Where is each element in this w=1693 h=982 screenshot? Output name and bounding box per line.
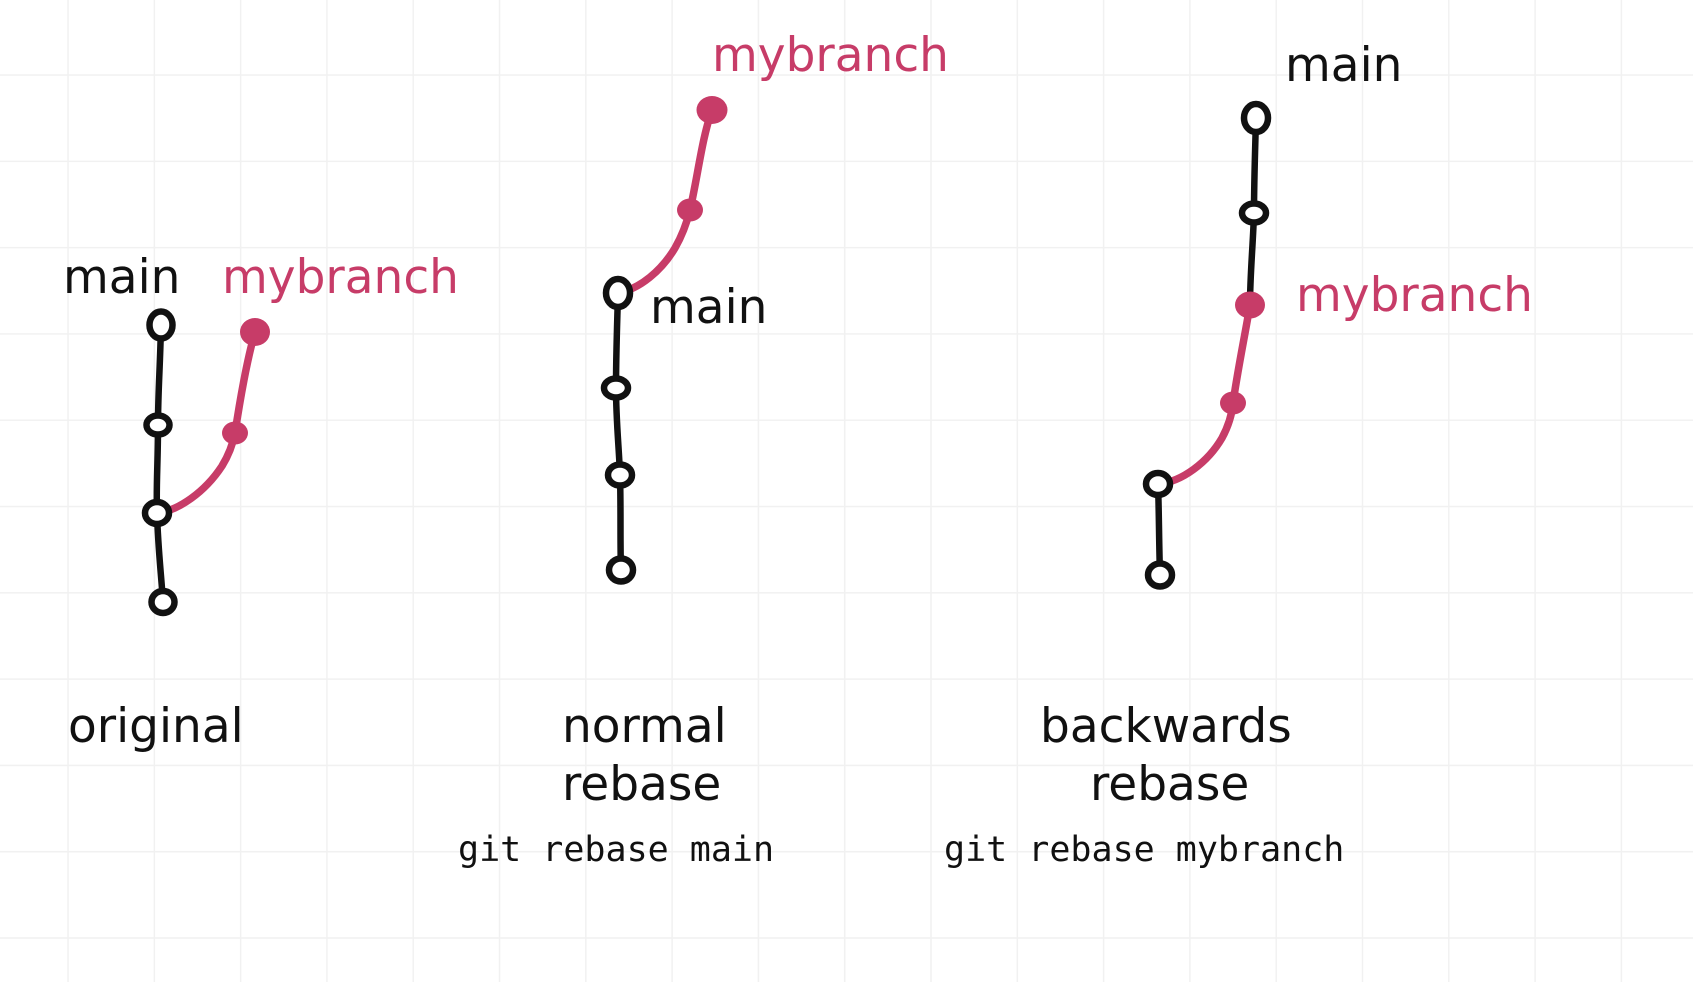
command-backwards-rebase: git rebase mybranch: [944, 830, 1345, 870]
panel-normal-rebase-mybranch-label: mybranch: [712, 28, 949, 83]
commit-node-filled: [696, 96, 728, 124]
commit-node-open: [605, 555, 637, 585]
branch-line-normal-rebase: [614, 106, 716, 297]
commit-node-filled: [222, 421, 248, 445]
panel-normal-rebase-main-label: main: [650, 280, 768, 335]
panel-normal-rebase-graph: [600, 96, 728, 585]
commit-node-open: [1144, 560, 1176, 590]
commit-node-open: [148, 587, 178, 617]
commit-node-open: [1238, 200, 1270, 226]
caption-backwards-rebase-line1: backwards: [1040, 699, 1292, 754]
command-normal-rebase: git rebase main: [458, 830, 775, 870]
commit-node-open: [600, 375, 632, 401]
caption-backwards-rebase-line2: rebase: [1090, 757, 1250, 812]
caption-original: original: [68, 699, 244, 754]
commit-node-open: [1142, 469, 1174, 499]
commit-node-open: [602, 275, 634, 311]
commit-node-filled: [1235, 291, 1265, 319]
commit-node-open: [1240, 100, 1272, 136]
commit-node-filled: [677, 198, 703, 222]
commit-node-filled: [240, 318, 270, 346]
caption-normal-rebase-line2: rebase: [562, 757, 722, 812]
commit-node-open: [143, 412, 173, 438]
panel-backwards-rebase-main-label: main: [1285, 38, 1403, 93]
panel-backwards-rebase-mybranch-label: mybranch: [1296, 268, 1533, 323]
panel-original-main-label: main: [63, 250, 181, 305]
branch-line-original: [153, 328, 259, 517]
commit-node-open: [604, 461, 636, 489]
caption-normal-rebase-line1: normal: [562, 699, 727, 754]
main-line-normal-rebase: [612, 289, 625, 574]
commit-node-open: [141, 498, 173, 528]
main-line-original: [153, 321, 167, 606]
branch-line-backwards-rebase: [1154, 301, 1254, 488]
panel-original-graph: [141, 308, 270, 617]
panel-original-mybranch-label: mybranch: [222, 250, 459, 305]
commit-node-filled: [1220, 391, 1246, 415]
commit-node-open: [146, 308, 176, 342]
panel-backwards-rebase-graph: [1142, 100, 1272, 590]
